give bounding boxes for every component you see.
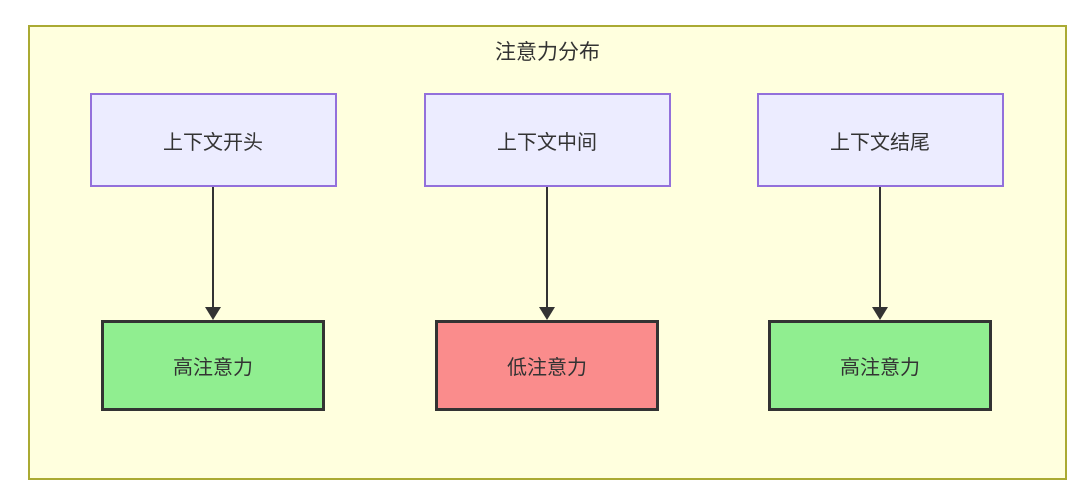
down-arrow-connector bbox=[872, 187, 888, 320]
down-arrow-connector bbox=[205, 187, 221, 320]
arrow-down-icon bbox=[872, 307, 888, 320]
arrow-line bbox=[546, 187, 548, 307]
node-high-attention-left: 高注意力 bbox=[101, 320, 325, 411]
arrow-down-icon bbox=[205, 307, 221, 320]
node-context-beginning: 上下文开头 bbox=[89, 93, 337, 187]
arrow-down-icon bbox=[539, 307, 555, 320]
arrow-line bbox=[212, 187, 214, 307]
arrow-line bbox=[879, 187, 881, 307]
flow-column-middle: 上下文中间 低注意力 bbox=[422, 93, 672, 411]
flow-column-end: 上下文结尾 高注意力 bbox=[755, 93, 1005, 411]
node-low-attention: 低注意力 bbox=[435, 320, 659, 411]
down-arrow-connector bbox=[539, 187, 555, 320]
flow-column-beginning: 上下文开头 高注意力 bbox=[88, 93, 338, 411]
node-high-attention-right: 高注意力 bbox=[768, 320, 992, 411]
attention-distribution-subgraph: 注意力分布 上下文开头 高注意力 上下文中间 低注意力 上下文结尾 高注意力 bbox=[28, 25, 1067, 480]
diagram-title: 注意力分布 bbox=[495, 41, 600, 64]
node-context-end: 上下文结尾 bbox=[756, 93, 1004, 187]
node-context-middle: 上下文中间 bbox=[423, 93, 671, 187]
